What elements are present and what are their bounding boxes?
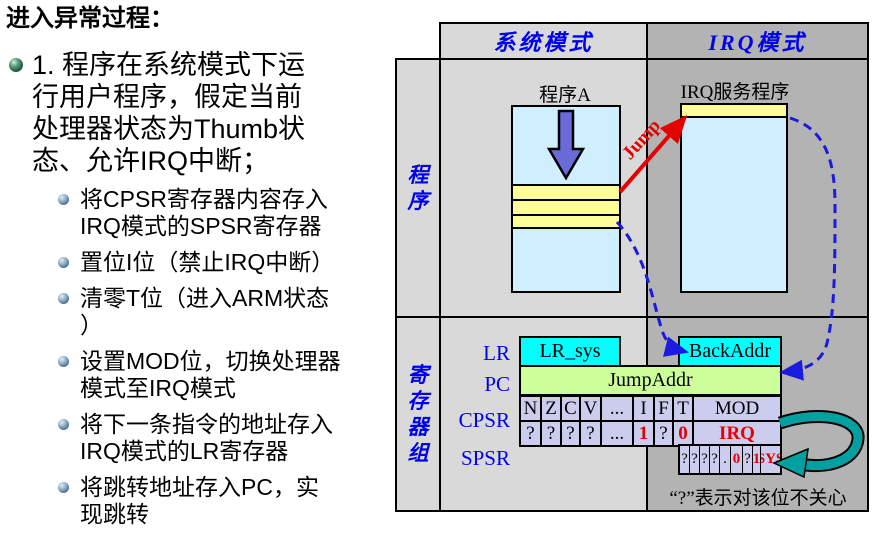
cpsr-bit: T	[674, 397, 694, 420]
spsr-value-i-bit: 0	[731, 446, 743, 473]
code-block	[682, 118, 786, 291]
cpsr-bit: Z	[542, 397, 562, 420]
bullet-sphere-icon	[58, 419, 69, 430]
list-item-text: 清零T位（进入ARM状态 ）	[80, 285, 330, 338]
spsr-value: ?	[710, 446, 720, 473]
cpsr-value: ?	[521, 422, 542, 445]
irq-service-box	[680, 103, 788, 293]
list-item-text: 将下一条指令的地址存入 IRQ模式的LR寄存器	[80, 411, 333, 464]
cpsr-value: ?	[542, 422, 562, 445]
cpsr-value: ?	[562, 422, 581, 445]
list-item: 1. 程序在系统模式下运 行用户程序，假定当前 处理器状态为Thumb状 态、允…	[6, 49, 392, 177]
program-a-label: 程序A	[539, 85, 591, 106]
cpsr-bit-table: N Z C V ... I F T MOD ? ? ? ? ... 1 ? 0 …	[519, 395, 782, 447]
list-item-text: 设置MOD位，切换处理器 模式至IRQ模式	[80, 348, 341, 401]
bullet-sphere-icon	[58, 293, 69, 304]
spsr-value: ?	[680, 446, 690, 473]
list-item-text: 将跳转地址存入PC，实 现跳转	[80, 474, 319, 527]
page-title: 进入异常过程：	[6, 5, 174, 32]
highlighted-instruction	[513, 184, 619, 199]
cpsr-to-spsr-arrow-icon	[772, 410, 865, 479]
list-item: 置位I位（禁止IRQ中断）	[58, 249, 392, 276]
cpsr-bit: MOD	[714, 397, 760, 419]
list-item: 设置MOD位，切换处理器 模式至IRQ模式	[58, 348, 392, 402]
cpsr-bit-values-row: ? ? ? ? ... 1 ? 0 IRQ	[521, 420, 780, 445]
dashed-curve-to-backaddr	[615, 220, 689, 357]
cpsr-value: ?	[581, 422, 602, 445]
lr-register-label: LR	[483, 341, 510, 365]
dont-care-note: “?”表示对该位不关心	[669, 488, 847, 509]
cpsr-bit-names-row: N Z C V ... I F T MOD	[521, 397, 780, 420]
cpsr-bit: C	[562, 397, 581, 420]
spsr-value: .	[720, 446, 731, 473]
header-system-mode: 系统模式	[439, 22, 648, 60]
cpsr-value-i-bit: 1	[634, 422, 655, 445]
backaddr-value-box: BackAddr	[678, 336, 782, 367]
handler-entry	[682, 105, 786, 118]
irq-service-label: IRQ服务程序	[680, 82, 790, 103]
list-item: 将CPSR寄存器内容存入 IRQ模式的SPSR寄存器	[58, 186, 392, 240]
bullet-sphere-icon	[58, 257, 69, 268]
list-item: 将跳转地址存入PC，实 现跳转	[58, 474, 392, 528]
cpsr-value-t-bit: 0	[674, 422, 694, 445]
pc-jumpaddr-bar: JumpAddr	[519, 365, 782, 396]
jump-arrow-icon	[618, 114, 688, 194]
header-irq-mode: IRQ模式	[646, 22, 869, 60]
pc-register-label: PC	[484, 372, 510, 396]
bullet-sphere-icon	[58, 356, 69, 367]
list-item-text: 置位I位（禁止IRQ中断）	[80, 249, 335, 275]
spsr-value-t-bit: 1	[753, 446, 761, 473]
cpsr-bit: V	[581, 397, 602, 420]
list-item: 清零T位（进入ARM状态 ）	[58, 285, 392, 339]
cpsr-value-mode: IRQ	[719, 422, 755, 444]
spsr-value: ?	[743, 446, 753, 473]
highlighted-instruction	[513, 214, 619, 227]
execution-down-arrow-icon	[546, 109, 586, 181]
list-item-text: 1. 程序在系统模式下运 行用户程序，假定当前 处理器状态为Thumb状 态、允…	[32, 50, 306, 176]
spsr-register-label: SPSR	[460, 446, 510, 470]
bullet-sphere-icon	[9, 58, 23, 72]
list-item: 将下一条指令的地址存入 IRQ模式的LR寄存器	[58, 411, 392, 465]
cpsr-bit: I	[634, 397, 655, 420]
cpsr-bit: N	[521, 397, 542, 420]
list-item-text: 将CPSR寄存器内容存入 IRQ模式的SPSR寄存器	[80, 186, 328, 239]
cpsr-register-label: CPSR	[458, 408, 510, 432]
code-block	[513, 227, 619, 291]
dashed-curve-to-jumpaddr	[779, 116, 837, 381]
highlighted-instruction	[513, 199, 619, 214]
bullet-sphere-icon	[58, 194, 69, 205]
row-label-registers: 寄 存 器 组	[395, 316, 441, 512]
cpsr-value: ...	[602, 422, 634, 445]
cpsr-bit: ...	[602, 397, 634, 420]
spsr-bit-table: ? ? ? ? . 0 ? 1 SYS	[678, 444, 782, 475]
cpsr-value: ?	[655, 422, 674, 445]
text-panel: 进入异常过程： 1. 程序在系统模式下运 行用户程序，假定当前 处理器状态为Th…	[6, 4, 392, 528]
spsr-value: ?	[700, 446, 710, 473]
cpsr-bit: F	[655, 397, 674, 420]
row-label-program: 程 序	[395, 58, 441, 318]
bullet-sphere-icon	[58, 482, 69, 493]
spsr-value: ?	[690, 446, 700, 473]
